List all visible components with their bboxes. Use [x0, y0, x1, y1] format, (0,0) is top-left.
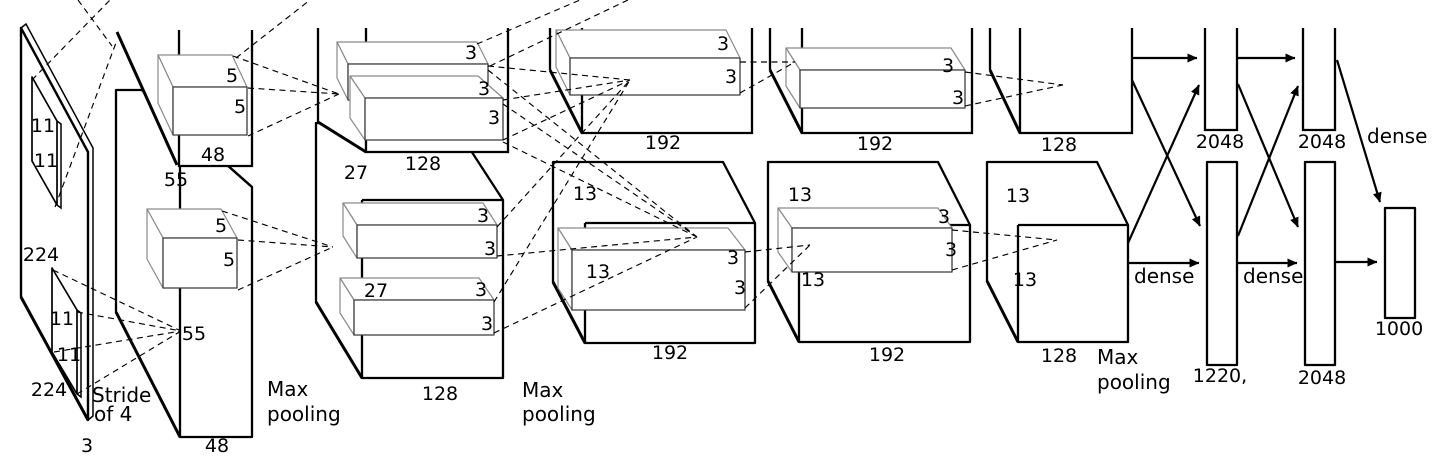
label-input-patch1-11b: 11 [34, 150, 58, 172]
conv2-bot-filter1 [356, 224, 498, 259]
conv4-bot-filter [791, 227, 953, 273]
conv2-top-slab [316, 28, 510, 154]
input-patch-11x11-upper [31, 76, 58, 206]
label-conv5-bot-13a: 13 [1006, 185, 1030, 207]
label-dense3: dense [1367, 124, 1427, 148]
input-image-slab [19, 22, 94, 422]
conv1-top-slab [115, 30, 254, 168]
label-conv4-top-kernel-3a: 3 [942, 55, 954, 77]
label-input-height-224: 224 [23, 244, 59, 266]
label-conv2-bot-kernel-3b: 3 [484, 238, 496, 260]
fc7-top-column [1301, 28, 1337, 132]
conv2-bottom-slab [314, 121, 505, 380]
label-input-depth-3: 3 [81, 435, 93, 457]
label-dense1: dense [1134, 264, 1194, 288]
label-conv2-top-27: 27 [344, 162, 368, 184]
label-conv5-bot-13b: 13 [1013, 269, 1037, 291]
label-conv2-bot-kernel-3a: 3 [477, 205, 489, 227]
label-conv1-top-48: 48 [201, 144, 225, 166]
patch1-depth [56, 120, 62, 210]
label-fc7-bot-2048: 2048 [1298, 367, 1346, 389]
label-maxpool1-line1: Max [267, 377, 309, 401]
patch2-depth [76, 309, 82, 399]
label-conv1-bot-kernel-5b: 5 [223, 249, 235, 271]
label-input-patch2-11a: 11 [50, 308, 74, 330]
fc7-bottom-column [1303, 160, 1337, 367]
input-bottom-edge [19, 296, 90, 421]
label-conv2-bot-128: 128 [422, 383, 458, 405]
conv5-top-box [988, 28, 1134, 135]
label-input-width-224: 224 [31, 379, 67, 401]
fc-layers [1203, 28, 1417, 367]
label-fc6-bot-2048: 1220, [1193, 365, 1247, 387]
label-stride-line1: Stride [92, 383, 151, 407]
dashed-connection-lines [31, 0, 1064, 395]
label-conv3-bot-kernel-3a: 3 [727, 247, 739, 269]
conv4-top-box [768, 28, 974, 135]
label-conv3-bot-kernel-3b: 3 [734, 277, 746, 299]
label-stride-line2: of 4 [94, 402, 132, 426]
conv3-top-filter [569, 57, 741, 96]
label-conv1-bot-55: 55 [182, 323, 206, 345]
label-conv2-bot-kernel-3c: 3 [475, 279, 487, 301]
label-input-patch2-11b: 11 [57, 344, 81, 366]
label-conv2-top-kernel-3b: 3 [478, 78, 490, 100]
output-1000-box [1383, 206, 1417, 320]
conv4-bottom-box [766, 160, 972, 344]
fc6-top-column [1203, 28, 1239, 132]
label-conv4-top-192: 192 [857, 133, 893, 155]
label-maxpool3-line2: pooling [1097, 370, 1171, 394]
input-depth-edges [20, 22, 94, 421]
label-conv4-bot-13b: 13 [801, 269, 825, 291]
label-conv1-top-kernel-5b: 5 [234, 96, 246, 118]
label-conv2-top-128: 128 [405, 153, 441, 175]
label-conv3-top-kernel-3b: 3 [725, 66, 737, 88]
label-conv3-bot-13a: 13 [573, 183, 597, 205]
label-conv5-bot-128: 128 [1041, 345, 1077, 367]
label-dense2: dense [1243, 264, 1303, 288]
label-maxpool3-line1: Max [1097, 345, 1139, 369]
label-fc7-top-2048: 2048 [1298, 131, 1346, 153]
label-conv2-bot-kernel-3d: 3 [481, 313, 493, 335]
label-conv1-top-55: 55 [164, 169, 188, 191]
conv1-bot-filter-front [162, 237, 238, 289]
label-conv4-bot-kernel-3a: 3 [938, 206, 950, 228]
label-conv3-top-kernel-3a: 3 [717, 33, 729, 55]
conv4-top-filter [799, 69, 966, 109]
label-maxpool1-line2: pooling [267, 402, 341, 426]
label-conv5-top-128: 128 [1041, 134, 1077, 156]
label-conv4-bot-13a: 13 [788, 184, 812, 206]
label-conv3-top-192: 192 [645, 132, 681, 154]
conv2-bot-filter2 [353, 299, 495, 336]
label-conv4-top-kernel-3b: 3 [952, 87, 964, 109]
conv3-top-box [548, 28, 754, 135]
label-conv1-top-kernel-5a: 5 [226, 65, 238, 87]
conv3-bot-filter [571, 249, 746, 311]
label-fc6-top-2048: 2048 [1196, 131, 1244, 153]
label-maxpool2-line1: Max [522, 378, 564, 402]
label-conv2-bot-27: 27 [364, 280, 388, 302]
label-conv4-bot-kernel-3b: 3 [945, 239, 957, 261]
label-conv1-bot-kernel-5a: 5 [215, 215, 227, 237]
fc6-bottom-column [1205, 160, 1239, 367]
label-output-1000: 1000 [1375, 318, 1423, 340]
label-input-patch1-11a: 11 [31, 115, 55, 137]
label-maxpool2-line2: pooling [522, 402, 596, 426]
conv1-top-filter-front [172, 86, 248, 136]
label-conv3-bot-13b: 13 [586, 261, 610, 283]
label-conv4-bot-192: 192 [869, 344, 905, 366]
label-conv3-bot-192: 192 [652, 342, 688, 364]
label-conv2-top-kernel-3c: 3 [488, 107, 500, 129]
dense-connection-arrows [1126, 53, 1382, 268]
label-conv2-top-kernel-3a: 3 [465, 42, 477, 64]
conv3-bottom-box [551, 160, 757, 345]
label-conv1-bot-48: 48 [205, 435, 229, 457]
conv2-top-filter2 [364, 97, 504, 141]
conv5-bottom-box [985, 160, 1130, 344]
